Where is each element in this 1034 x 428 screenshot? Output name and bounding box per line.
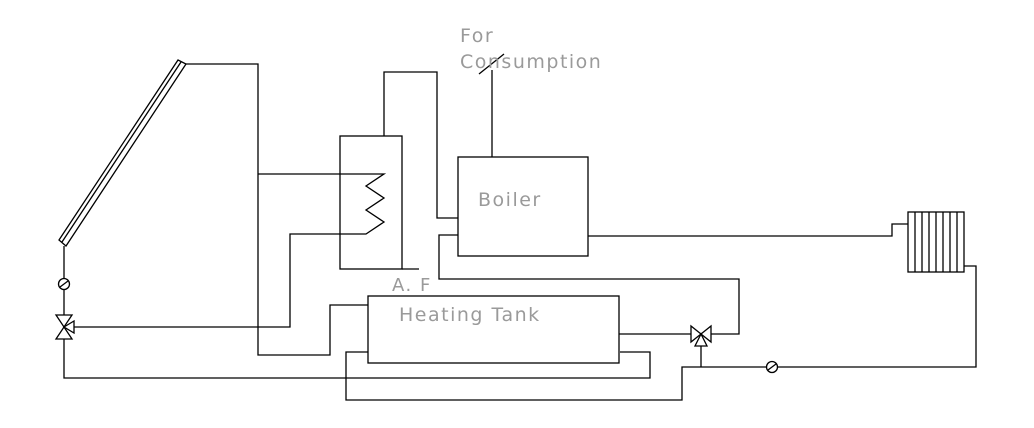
three-way-valve-left [54, 314, 75, 340]
heat-exchanger-coil [340, 173, 387, 235]
heating-tank: Heating Tank [345, 295, 766, 401]
consumption-label-group: For Consumption [460, 25, 602, 73]
pump-radiator [765, 360, 779, 374]
heat-exchanger-tank [339, 71, 458, 270]
cold-water-inlet: A. F [392, 268, 432, 296]
three-way-valve-right [690, 324, 712, 367]
cold-water-label: A. F [392, 275, 432, 296]
radiator [778, 211, 977, 368]
collector-piping [63, 63, 651, 379]
heating-tank-label: Heating Tank [399, 304, 541, 326]
consumption-label: Consumption [460, 51, 602, 73]
for-label: For [460, 25, 494, 47]
boiler-piping [438, 223, 908, 335]
boiler: Boiler [457, 53, 589, 257]
pump-collector [57, 277, 71, 291]
boiler-label: Boiler [478, 189, 542, 211]
solar-collector [58, 59, 187, 247]
